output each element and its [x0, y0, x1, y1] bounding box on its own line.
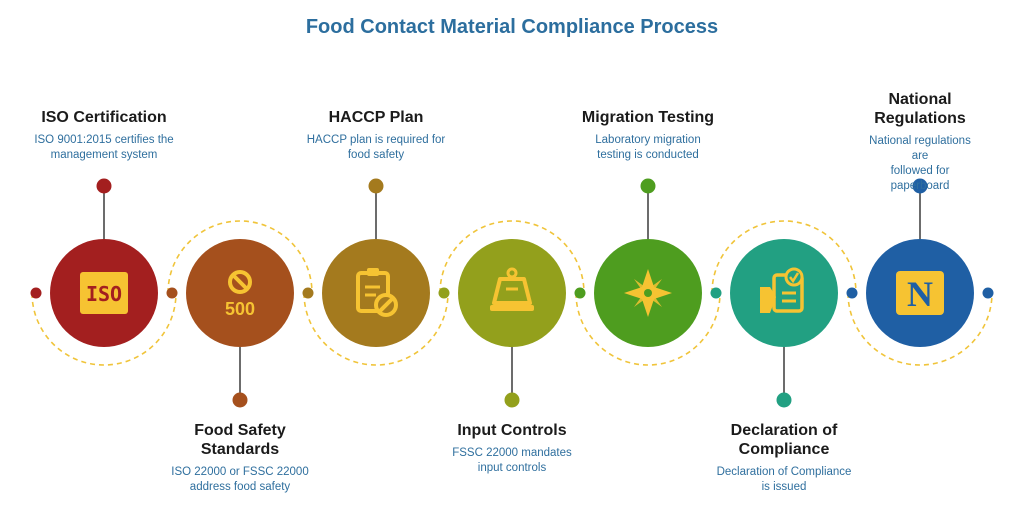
step-title: HACCP Plan — [328, 109, 424, 126]
no-500-icon: 500 — [225, 270, 255, 319]
dashed-arc — [575, 292, 721, 366]
step-title: Food Safety Standards — [194, 422, 286, 458]
step-description: FSSC 22000 mandates input controls — [452, 447, 572, 474]
connector-pin — [640, 178, 656, 194]
dashed-arc — [31, 292, 177, 366]
compass-star-icon — [624, 269, 672, 317]
step-description: ISO 9001:2015 certifies the management s… — [34, 134, 174, 161]
joint-dot — [166, 287, 178, 299]
step-title: ISO Certification — [41, 109, 167, 126]
connector-pin — [368, 178, 384, 194]
connector-pin — [776, 392, 792, 408]
step-description: Declaration of Compliance is issued — [716, 466, 852, 493]
step-description: HACCP plan is required for food safety — [306, 134, 446, 161]
joint-dot — [982, 287, 994, 299]
joint-dot — [574, 287, 586, 299]
step-description: Laboratory migration testing is conducte… — [595, 134, 701, 161]
joint-dot — [846, 287, 858, 299]
connector-pin — [912, 178, 928, 194]
connector-pin — [504, 392, 520, 408]
n-logo-icon: N — [896, 271, 944, 315]
joint-dot — [710, 287, 722, 299]
svg-text:500: 500 — [225, 299, 255, 319]
dashed-arc — [847, 292, 993, 366]
dashed-arc — [303, 292, 449, 366]
dashed-arc — [167, 220, 313, 294]
step-description: National regulations are followed for pa… — [869, 135, 971, 192]
connector-pin — [232, 392, 248, 408]
iso-badge-icon: ISO — [80, 272, 128, 314]
step-circle — [458, 239, 566, 347]
step-title: National Regulations — [874, 91, 966, 127]
dashed-arc — [439, 220, 585, 294]
clipboard-block-icon — [356, 268, 398, 317]
scale-tray-icon — [490, 267, 534, 311]
step-title: Declaration of Compliance — [730, 422, 838, 458]
dashed-arc — [711, 220, 857, 294]
diagram-title: Food Contact Material Compliance Process — [305, 16, 719, 38]
connector-pin — [96, 178, 112, 194]
svg-text:N: N — [907, 274, 933, 314]
checklist-hand-icon — [760, 267, 804, 313]
joint-dot — [30, 287, 42, 299]
joint-dot — [438, 287, 450, 299]
step-circle — [322, 239, 430, 347]
step-description: ISO 22000 or FSSC 22000 address food saf… — [171, 466, 309, 493]
step-title: Input Controls — [457, 422, 567, 439]
step-title: Migration Testing — [581, 109, 715, 126]
svg-text:ISO: ISO — [86, 282, 122, 306]
joint-dot — [302, 287, 314, 299]
